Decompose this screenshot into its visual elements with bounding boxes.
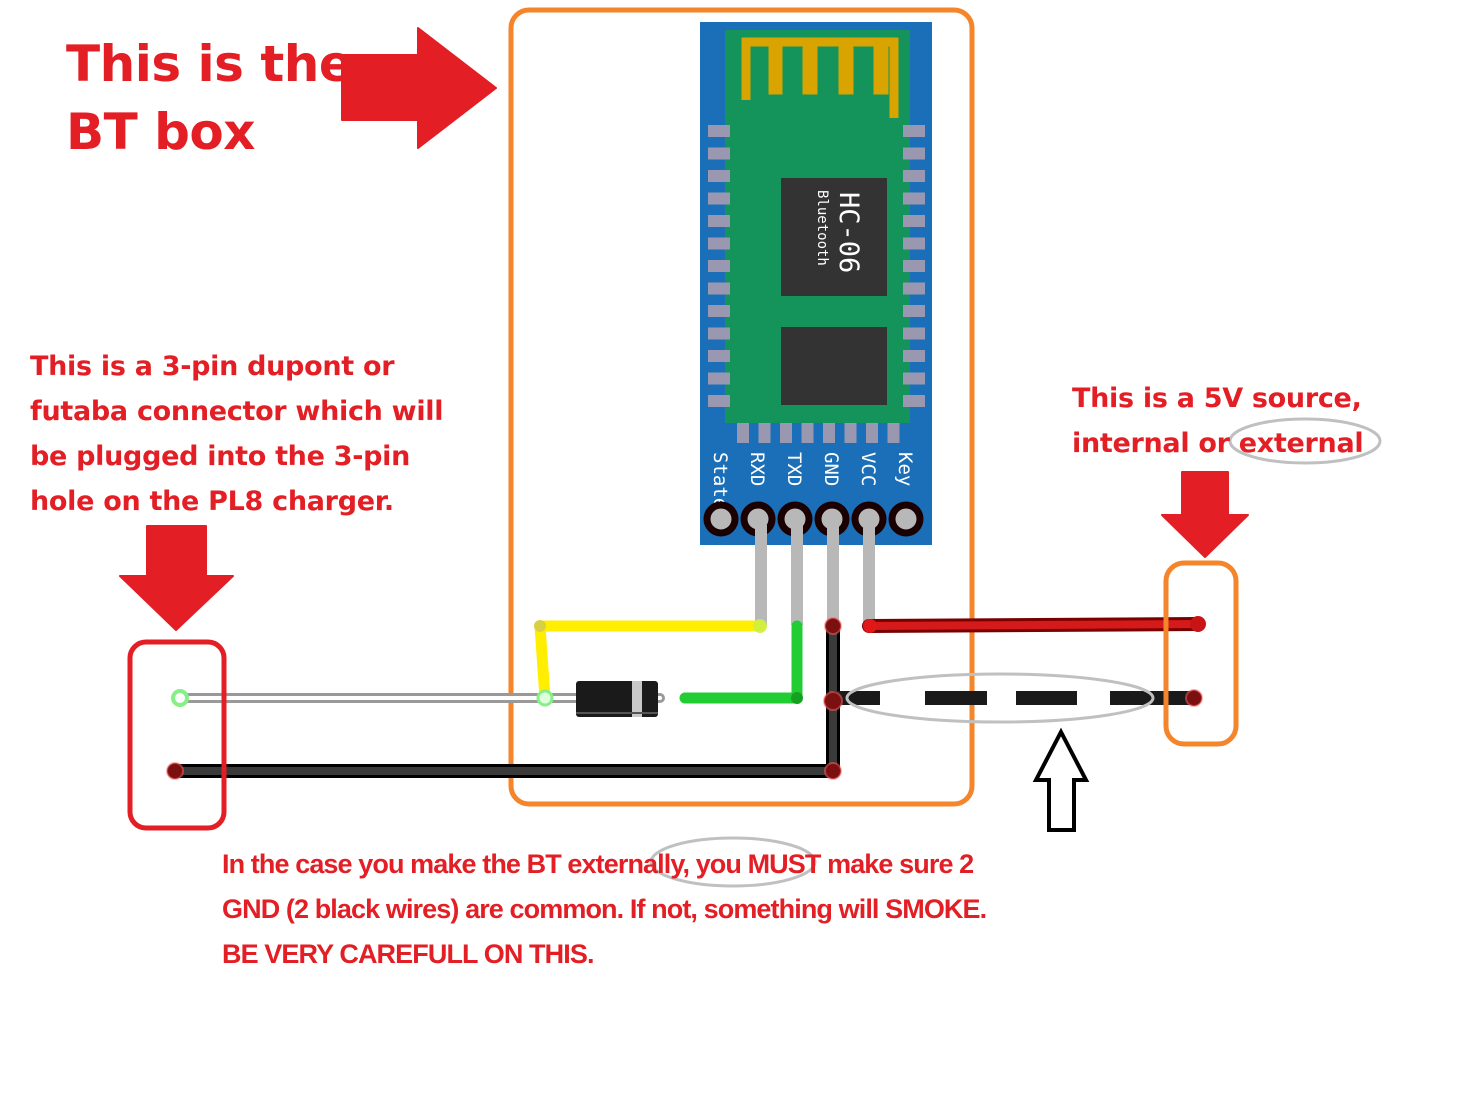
- gnd-branch-junction: [823, 691, 843, 711]
- arrow-right-icon: [341, 27, 497, 149]
- bottom-pad: [780, 423, 792, 443]
- side-pad: [708, 147, 730, 160]
- side-pad: [903, 350, 925, 362]
- arrow-down-left-icon: [119, 525, 234, 631]
- side-pad: [708, 395, 730, 407]
- pin-legs: [755, 525, 875, 625]
- source-vcc-endpoint: [1190, 616, 1206, 632]
- vcc-wire: [862, 617, 1205, 633]
- pin-label-gnd: GND: [820, 452, 842, 486]
- arrow-up-outline-icon: [1032, 727, 1090, 832]
- header-pin-key: [888, 501, 924, 537]
- side-pad: [708, 237, 730, 250]
- module-subtitle-label: Bluetooth: [814, 190, 830, 266]
- warning-annotation: In the case you make the BT externally, …: [222, 842, 987, 977]
- source-gnd-endpoint: [1185, 689, 1203, 707]
- warning-line-3: BE VERY CAREFULL ON THIS.: [222, 939, 594, 969]
- gnd-corner-junction: [824, 762, 842, 780]
- hc06-module: HC-06 Bluetooth State RXD TXD GND VCC Key: [700, 22, 932, 545]
- side-pad: [903, 215, 925, 227]
- side-pad: [903, 305, 925, 317]
- connector-line-2: futaba connector which will: [30, 396, 444, 427]
- side-pad: [708, 350, 730, 362]
- bottom-pad: [887, 423, 900, 443]
- green-wire: [679, 620, 803, 704]
- warning-line-1: In the case you make the BT externally, …: [222, 849, 974, 879]
- gnd-junctions: [166, 617, 1203, 780]
- connector-line-3: be plugged into the 3-pin: [30, 441, 411, 472]
- connector-line-1: This is a 3-pin dupont or: [30, 351, 395, 382]
- warning-line-2: GND (2 black wires) are common. If not, …: [222, 894, 987, 924]
- source-connector-highlight: [1163, 560, 1239, 747]
- right-pads: [903, 125, 925, 407]
- bt-box-line-2: BT box: [66, 103, 256, 161]
- side-pad: [903, 237, 925, 250]
- bottom-pads: [737, 423, 900, 443]
- pin-label-state: State: [709, 452, 731, 509]
- side-pad: [708, 305, 730, 317]
- source-annotation: This is a 5V source, internal or externa…: [1072, 376, 1364, 466]
- connector-annotation: This is a 3-pin dupont or futaba connect…: [30, 344, 443, 524]
- source-line-1: This is a 5V source,: [1072, 383, 1362, 414]
- side-pad: [708, 192, 730, 205]
- pin-label-key: Key: [894, 452, 916, 486]
- side-pad: [708, 215, 730, 227]
- side-pad: [903, 327, 925, 340]
- source-line-2: internal or external: [1072, 428, 1364, 459]
- external-highlight-ellipse: [1228, 417, 1382, 465]
- side-pad: [708, 372, 730, 385]
- secondary-chip: [781, 327, 887, 405]
- side-pad: [903, 372, 925, 385]
- bottom-pad: [737, 423, 749, 443]
- charger-signal-endpoint: [171, 689, 189, 707]
- bottom-pad: [823, 423, 835, 443]
- pin-label-vcc: VCC: [857, 452, 879, 486]
- antenna-trace: [741, 37, 899, 118]
- signal-junction: [536, 689, 554, 707]
- side-pad: [903, 170, 925, 182]
- side-pad: [708, 125, 730, 137]
- connector-line-4: hole on the PL8 charger.: [30, 486, 394, 517]
- side-pad: [903, 192, 925, 205]
- bt-box-line-1: This is the: [66, 35, 353, 93]
- vcc-pin-endpoint: [863, 619, 877, 633]
- side-pad: [903, 395, 925, 407]
- pin-label-txd: TXD: [783, 452, 805, 486]
- bottom-pad: [844, 423, 857, 443]
- side-pad: [708, 327, 730, 340]
- dashed-wire-highlight: [845, 672, 1155, 724]
- side-pad: [903, 282, 925, 295]
- arrow-down-right-icon: [1161, 471, 1249, 558]
- bottom-pad: [866, 423, 878, 443]
- pin-labels: State RXD TXD GND VCC Key: [709, 452, 916, 509]
- side-pad: [708, 170, 730, 182]
- charger-gnd-endpoint: [166, 762, 184, 780]
- diode: [576, 681, 658, 717]
- side-pad: [708, 260, 730, 272]
- side-pad: [903, 125, 925, 137]
- bottom-pad: [758, 423, 771, 443]
- charger-connector-highlight: [127, 639, 227, 831]
- rxd-wire-endpoint: [753, 619, 767, 633]
- side-pad: [903, 260, 925, 272]
- bt-box-highlight: [508, 7, 975, 807]
- bt-box-annotation: This is the BT box: [66, 30, 353, 166]
- pin-label-rxd: RXD: [746, 452, 768, 486]
- main-chip: [781, 178, 887, 296]
- module-name-label: HC-06: [833, 192, 864, 273]
- side-pad: [708, 282, 730, 295]
- header-pin-state: [703, 501, 739, 537]
- gnd-pin-junction: [824, 617, 842, 635]
- bottom-pad: [801, 423, 814, 443]
- externally-highlight-ellipse: [649, 836, 817, 888]
- left-pads: [708, 125, 730, 407]
- side-pad: [903, 147, 925, 160]
